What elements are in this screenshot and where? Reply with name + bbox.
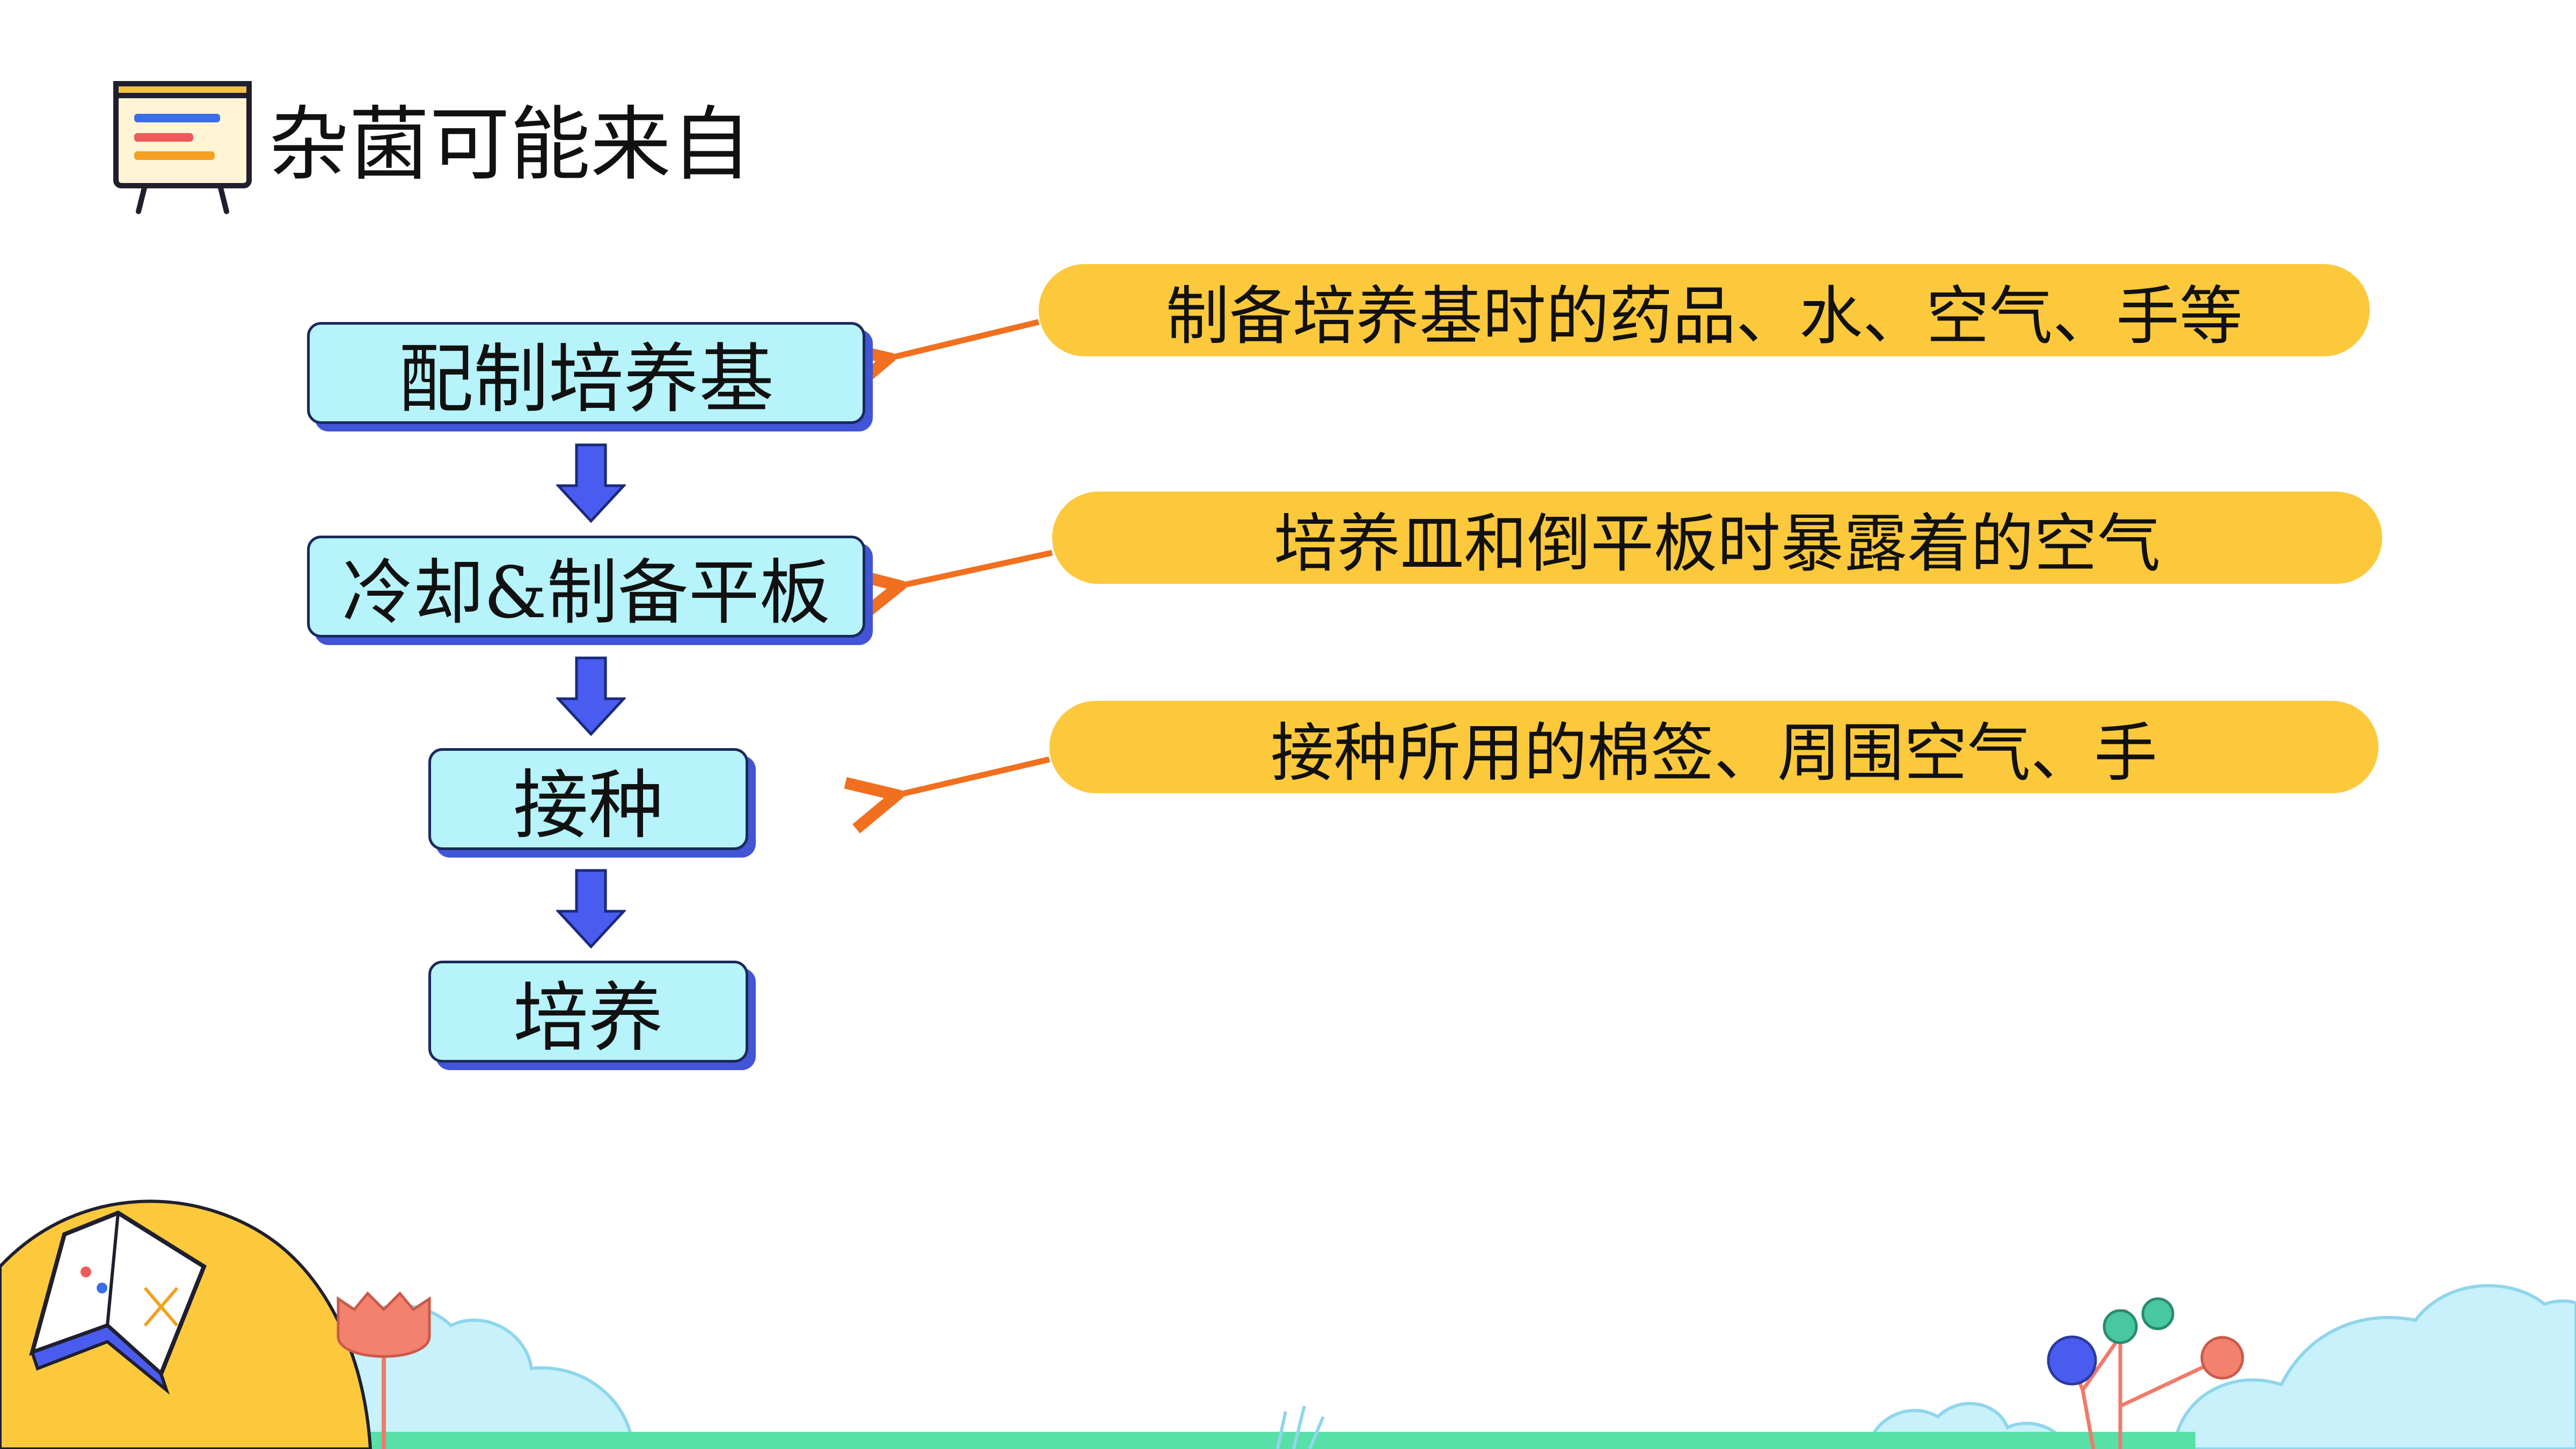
flow-step-inoculate: 接种 (428, 748, 748, 850)
flow-step-cool-and-pour-plates: 冷却&制备平板 (307, 536, 865, 638)
down-arrow-icon (556, 869, 626, 949)
contamination-source-2: 培养皿和倒平板时暴露着的空气 (1052, 492, 2382, 584)
open-book-icon (29, 1210, 207, 1395)
bottom-decoration (0, 1199, 2576, 1449)
contamination-source-1: 制备培养基时的药品、水、空气、手等 (1039, 264, 2370, 356)
flower-icon (337, 1291, 431, 1449)
contamination-source-3: 接种所用的棉签、周围空气、手 (1049, 701, 2378, 793)
flow-step-culture: 培养 (428, 961, 748, 1063)
balloon-tree-icon (2047, 1297, 2244, 1449)
flow-step-prepare-medium: 配制培养基 (307, 322, 865, 424)
down-arrow-icon (556, 656, 626, 736)
connector-arrow-2 (894, 550, 1053, 587)
down-arrow-icon (556, 443, 626, 523)
presentation-board-icon (113, 81, 252, 214)
connector-arrow-1 (883, 319, 1040, 360)
connector-arrow-3 (891, 756, 1050, 796)
page-title: 杂菌可能来自 (268, 98, 752, 192)
